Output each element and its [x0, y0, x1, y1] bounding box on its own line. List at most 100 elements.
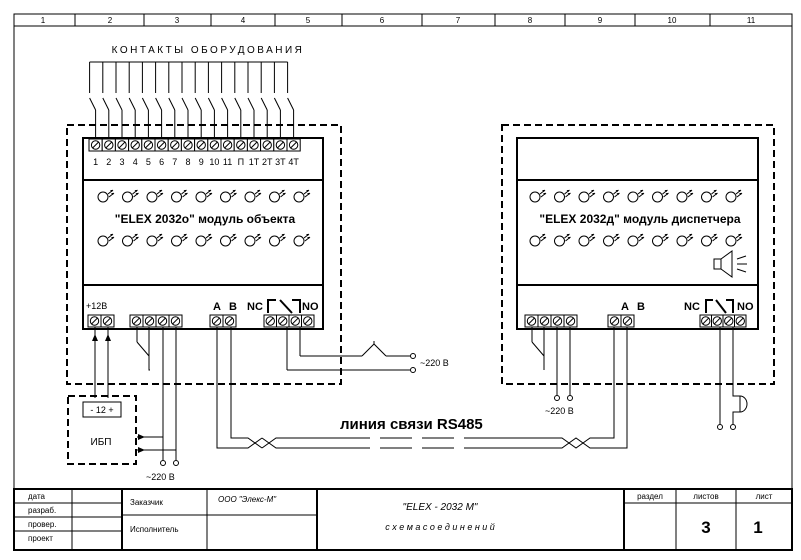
- object-led-array: [97, 189, 311, 247]
- relay-220-label: ~220 В: [420, 358, 449, 368]
- object-led-icon: [195, 189, 213, 203]
- contact-switch: [234, 62, 242, 139]
- tb-row-date: дата: [28, 492, 46, 501]
- grid-col-9: 9: [598, 16, 603, 25]
- object-led-icon: [220, 233, 237, 247]
- object-nc-label: NC: [247, 301, 263, 313]
- object-led-icon: [220, 189, 237, 203]
- dispatcher-a-label: A: [621, 301, 629, 313]
- dispatcher-led-icon: [529, 233, 547, 247]
- dispatcher-enclosure: [501, 124, 775, 385]
- tb-section-label: раздел: [637, 492, 663, 501]
- dispatcher-220-label: ~220 В: [545, 406, 574, 416]
- drawing-frame: [13, 13, 793, 551]
- dispatcher-aux-terminal: [537, 314, 552, 328]
- object-aux-terminal: [168, 314, 183, 328]
- object-relay-terminal: [301, 314, 315, 328]
- object-top-terminal: [167, 138, 182, 152]
- object-terminal-label: 1Т: [249, 157, 260, 167]
- object-top-terminal: [233, 138, 248, 152]
- object-top-terminal: [154, 138, 169, 152]
- grid-col-6: 6: [380, 16, 385, 25]
- tb-doc-subtitle: с х е м а с о е д и н е н и й: [385, 522, 495, 532]
- dispatcher-led-icon: [725, 189, 743, 203]
- object-bottom-terminals: [87, 314, 315, 328]
- dispatcher-aux-terminal: [550, 314, 565, 328]
- dispatcher-led-icon: [554, 233, 571, 247]
- dispatcher-led-icon: [627, 189, 645, 203]
- object-top-terminal: [207, 138, 222, 152]
- object-rs485-terminal: [209, 314, 224, 328]
- object-a-label: A: [213, 301, 221, 313]
- dispatcher-led-array: [529, 189, 743, 247]
- object-relay-terminal: [263, 314, 277, 328]
- dispatcher-relay-terminal: [722, 314, 735, 328]
- contacts-title: КОНТАКТЫ ОБОРУДОВАНИЯ: [112, 45, 305, 56]
- object-aux-terminal: [129, 314, 144, 328]
- object-terminal-label: П: [238, 157, 244, 167]
- object-terminal-label: 4: [133, 157, 138, 167]
- contact-switch: [273, 62, 281, 139]
- dispatcher-led-icon: [652, 189, 669, 203]
- object-top-terminal: [180, 138, 196, 152]
- tb-customer-label: Заказчик: [130, 498, 163, 507]
- dispatcher-nc-label: NC: [684, 301, 700, 313]
- ups-name: ИБП: [91, 437, 112, 448]
- contact-switch: [287, 62, 295, 139]
- object-terminal-label: 1: [93, 157, 98, 167]
- object-top-terminal: [260, 138, 275, 152]
- dispatcher-b-label: B: [637, 301, 645, 313]
- dispatcher-rs485-terminal: [620, 314, 635, 328]
- object-rs485-terminal: [222, 314, 237, 328]
- grid-col-11: 11: [747, 16, 756, 25]
- dispatcher-relay-terminal: [711, 314, 724, 328]
- tb-sheets-value: 3: [701, 518, 710, 537]
- tb-sheet-label: лист: [756, 492, 773, 501]
- object-top-terminal: [246, 138, 262, 152]
- object-led-icon: [293, 189, 311, 203]
- dispatcher-module-title: "ELEX 2032д" модуль диспетчера: [539, 212, 740, 226]
- object-module-body: [82, 137, 324, 330]
- ups-voltage-box: [82, 401, 122, 418]
- grid-col-5: 5: [306, 16, 311, 25]
- contact-switch: [168, 62, 176, 139]
- object-terminal-label: 2Т: [262, 157, 273, 167]
- object-top-terminal: [128, 138, 143, 152]
- object-top-terminal: [220, 138, 235, 152]
- dispatcher-led-icon: [676, 233, 694, 247]
- object-top-terminal: [286, 138, 301, 152]
- object-led-icon: [269, 189, 286, 203]
- grid-col-4: 4: [241, 16, 246, 25]
- ups-voltage-label: - 12 +: [90, 405, 113, 415]
- object-led-icon: [171, 233, 188, 247]
- dispatcher-module-body: [516, 137, 759, 330]
- object-top-terminal: [101, 138, 116, 152]
- equipment-contacts: [89, 61, 295, 139]
- object-led-icon: [146, 189, 164, 203]
- ups-block: [67, 395, 137, 465]
- object-terminal-label: 7: [172, 157, 177, 167]
- dispatcher-relay-terminal: [699, 314, 712, 328]
- contact-switch: [221, 62, 229, 139]
- object-enclosure: [66, 124, 342, 385]
- dispatcher-relay-symbol: [705, 299, 713, 313]
- object-top-terminal: [114, 138, 130, 152]
- grid-col-10: 10: [668, 16, 677, 25]
- object-led-icon: [171, 189, 188, 203]
- dispatcher-relay-terminal: [734, 314, 747, 328]
- dispatcher-led-icon: [652, 233, 669, 247]
- object-top-terminal: [88, 138, 103, 152]
- dispatcher-rs485-terminal: [607, 314, 622, 328]
- grid-col-7: 7: [456, 16, 461, 25]
- dispatcher-aux-terminal: [563, 314, 578, 328]
- dispatcher-led-icon: [578, 233, 596, 247]
- object-aux-terminal: [155, 314, 170, 328]
- object-led-icon: [244, 233, 262, 247]
- object-no-label: NO: [302, 301, 319, 313]
- object-terminal-label: 3Т: [275, 157, 286, 167]
- object-terminal-label: 9: [199, 157, 204, 167]
- contact-switch: [260, 62, 268, 139]
- object-top-terminal: [273, 138, 288, 152]
- grid-col-3: 3: [175, 16, 180, 25]
- contact-switch: [141, 62, 149, 139]
